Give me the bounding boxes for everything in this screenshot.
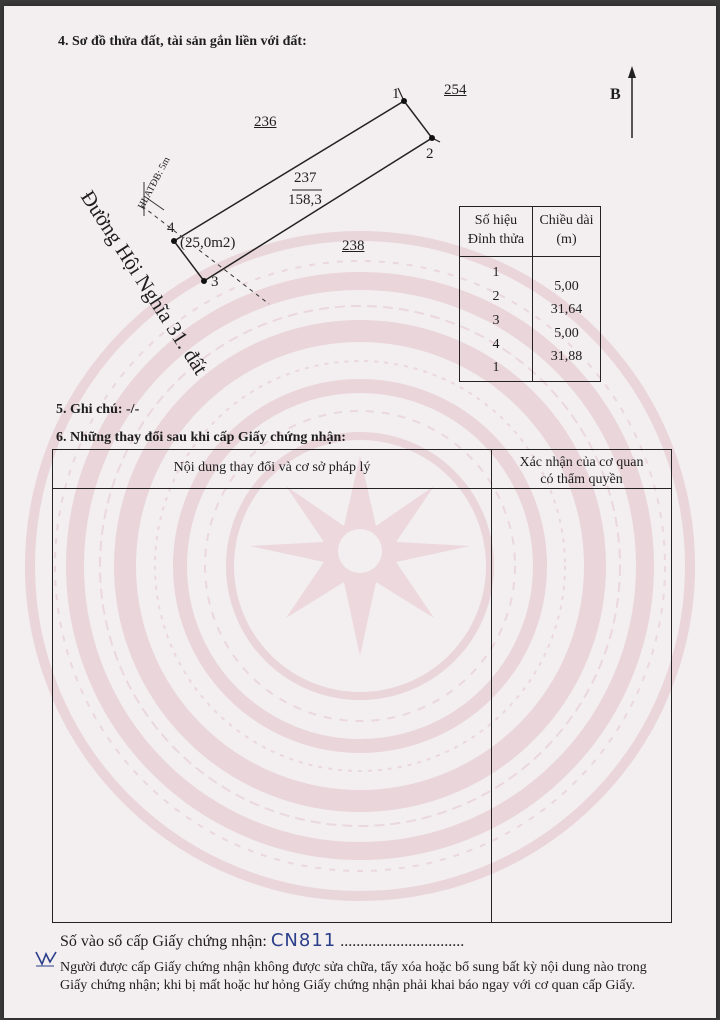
vertex-3-label: 3: [211, 274, 219, 290]
bronze-drum-watermark: [25, 231, 695, 901]
parcel-map: [141, 66, 636, 305]
changes-col1-header: Nội dung thay đổi và cơ sở pháp lý: [173, 460, 371, 475]
vertex-1-label: 1: [392, 86, 400, 102]
table-row-length: 5,00: [554, 279, 579, 294]
table-row-length: 5,00: [554, 326, 579, 341]
parcel-254-label: 254: [444, 82, 467, 98]
register-number-label: Số vào sổ cấp Giấy chứng nhận:: [60, 933, 267, 950]
parcel-236-label: 236: [254, 114, 277, 130]
vertex-2-dot: [429, 135, 435, 141]
initials-mark-icon: [35, 951, 57, 967]
table-row-vertex: 4: [492, 337, 500, 352]
table-header-length: Chiều dài (m): [539, 213, 594, 247]
vertex-4-label: 4: [167, 220, 175, 236]
notice-line-2: Giấy chứng nhận; khi bị mất hoặc hư hỏng…: [60, 978, 636, 993]
section-6-title: 6. Những thay đổi sau khi cấp Giấy chứng…: [56, 430, 346, 445]
vertex-4-dot: [171, 238, 177, 244]
register-number-line: Số vào sổ cấp Giấy chứng nhận: CN811 ...…: [60, 930, 465, 951]
table-header-vertex: Số hiệu Đỉnh thửa: [467, 213, 525, 247]
notice-line-1: Người được cấp Giấy chứng nhận không đượ…: [60, 960, 647, 975]
table-row-vertex: 3: [492, 313, 500, 328]
table-row-vertex: 2: [492, 289, 500, 304]
certificate-page: 4. Sơ đồ thửa đất, tài sản gắn liền với …: [4, 6, 716, 1018]
table-row-length: 31,64: [550, 302, 583, 317]
table-row-vertex: 1: [492, 265, 500, 280]
changes-table: Nội dung thay đổi và cơ sở pháp lý Xác n…: [52, 449, 672, 923]
vertex-1-dot: [401, 98, 407, 104]
safety-corridor-line: [141, 205, 270, 305]
vertex-2-label: 2: [426, 146, 434, 162]
table-row-length: 31,88: [550, 349, 583, 364]
parcel-boundary: [173, 100, 434, 283]
parcel-237-area: 158,3: [288, 192, 322, 208]
north-label: B: [610, 86, 621, 103]
vertex-length-table: Số hiệu Đỉnh thửa Chiều dài (m) 1 2 3 4 …: [459, 206, 601, 382]
changes-col2-header: Xác nhận của cơ quan có thẩm quyền: [519, 455, 644, 487]
section-4-title: 4. Sơ đồ thửa đất, tài sản gắn liền với …: [58, 34, 307, 49]
parcel-237-label: 237: [294, 170, 317, 186]
section-5-notes: 5. Ghi chú: -/-: [56, 402, 140, 417]
table-row-vertex: 1: [492, 360, 500, 375]
parcel-238-label: 238: [342, 238, 365, 254]
area-note: (25,0m2): [180, 235, 236, 251]
register-number-value: CN811: [270, 930, 337, 951]
vertex-3-dot: [201, 278, 207, 284]
